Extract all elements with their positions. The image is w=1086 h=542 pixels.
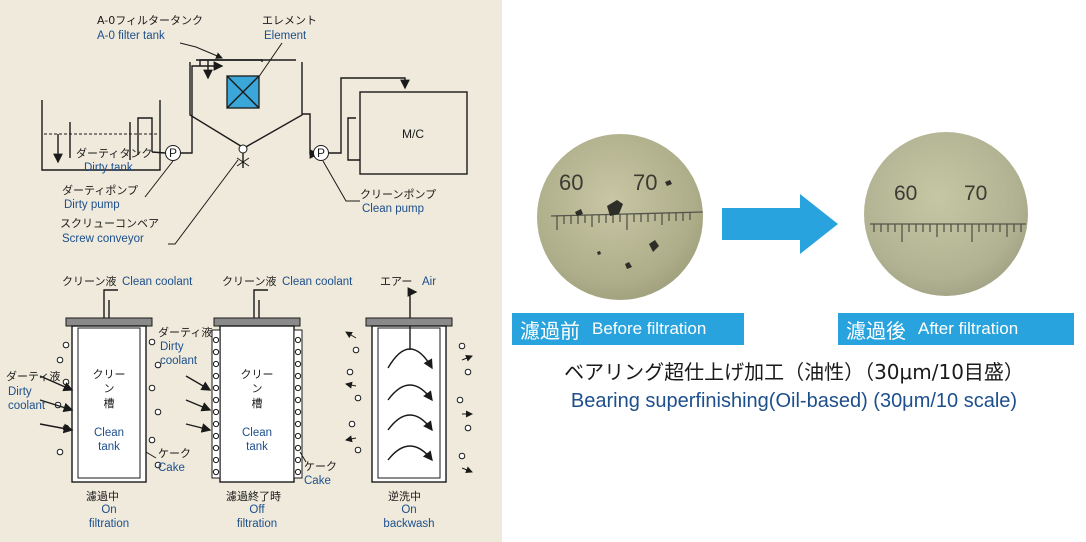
- svg-text:Screw conveyor: Screw conveyor: [62, 233, 144, 245]
- svg-text:スクリューコンベア: スクリューコンベア: [60, 217, 159, 230]
- svg-text:ン: ン: [252, 382, 263, 395]
- svg-text:60: 60: [894, 182, 917, 205]
- svg-text:backwash: backwash: [383, 518, 434, 530]
- after-caption-jp: 濾過後: [846, 315, 906, 344]
- svg-text:filtration: filtration: [237, 518, 277, 530]
- svg-text:エレメント: エレメント: [262, 14, 317, 27]
- svg-text:濾過中: 濾過中: [86, 489, 119, 503]
- arrow-right-icon: [718, 192, 842, 256]
- filter-system-diagram: P P M/C A-0フィルタータンク A-0 filter tank エレメン…: [0, 0, 502, 542]
- svg-text:クリーン液: クリーン液: [62, 274, 116, 288]
- svg-text:On: On: [101, 504, 116, 516]
- valve-icon: [239, 145, 247, 153]
- svg-text:クリー: クリー: [93, 368, 126, 381]
- after-caption-en: After filtration: [918, 319, 1018, 339]
- svg-text:70: 70: [633, 170, 657, 195]
- svg-text:ケーク: ケーク: [304, 460, 337, 473]
- after-scale-svg: 60 70: [864, 132, 1028, 296]
- stage-on-filtration: クリーン液 Clean coolant クリー ン 槽 Clean tank ダ…: [6, 274, 212, 530]
- svg-text:Clean pump: Clean pump: [362, 203, 424, 215]
- svg-text:ダーティポンプ: ダーティポンプ: [62, 183, 138, 197]
- before-caption-en: Before filtration: [592, 319, 706, 339]
- svg-text:クリー: クリー: [241, 368, 274, 381]
- svg-text:Off: Off: [249, 504, 265, 516]
- svg-text:ダーティ液: ダーティ液: [6, 369, 60, 383]
- svg-text:P: P: [317, 146, 325, 160]
- svg-text:Cake: Cake: [158, 462, 185, 474]
- svg-text:On: On: [401, 504, 416, 516]
- svg-text:coolant: coolant: [160, 355, 198, 367]
- svg-text:Air: Air: [422, 276, 436, 288]
- svg-text:クリーン液: クリーン液: [222, 274, 276, 288]
- before-filtration-caption: 濾過前 Before filtration: [512, 313, 744, 345]
- svg-text:ン: ン: [104, 382, 115, 395]
- svg-text:Clean: Clean: [242, 427, 272, 439]
- svg-text:Dirty tank: Dirty tank: [84, 162, 133, 174]
- svg-text:A-0 filter tank: A-0 filter tank: [97, 30, 165, 42]
- filtration-comparison: 60 70: [502, 0, 1086, 542]
- clean-pump: P: [314, 146, 329, 161]
- svg-text:濾過終了時: 濾過終了時: [226, 489, 281, 503]
- svg-text:ケーク: ケーク: [158, 447, 191, 460]
- svg-text:槽: 槽: [252, 397, 263, 410]
- svg-text:ダーティタンク: ダーティタンク: [76, 146, 152, 160]
- svg-text:槽: 槽: [104, 397, 115, 410]
- svg-text:Dirty: Dirty: [160, 341, 184, 353]
- svg-text:Clean coolant: Clean coolant: [122, 276, 193, 288]
- before-filtration-image: 60 70: [537, 134, 703, 300]
- before-caption-jp: 濾過前: [520, 315, 580, 344]
- svg-text:ダーティ液: ダーティ液: [158, 325, 212, 339]
- svg-text:Cake: Cake: [304, 475, 331, 487]
- before-scale-svg: 60 70: [537, 134, 703, 300]
- svg-text:逆洗中: 逆洗中: [388, 489, 421, 503]
- machine-center: M/C: [360, 92, 467, 174]
- stage-off-filtration: クリーン液 Clean coolant クリー ン 槽 Clean tank ケ…: [186, 274, 353, 530]
- svg-text:M/C: M/C: [402, 127, 424, 141]
- svg-text:Clean: Clean: [94, 427, 124, 439]
- svg-text:60: 60: [559, 170, 583, 195]
- stage-backwash: エアー Air 逆洗中 On backwash: [346, 275, 472, 530]
- svg-text:coolant: coolant: [8, 400, 46, 412]
- svg-text:Clean coolant: Clean coolant: [282, 276, 353, 288]
- after-filtration-caption: 濾過後 After filtration: [838, 313, 1074, 345]
- process-subtitle-en: Bearing superfinishing(Oil-based) (30μm/…: [502, 390, 1086, 413]
- svg-text:P: P: [169, 146, 177, 160]
- filter-tank: [190, 60, 302, 168]
- svg-text:クリーンポンプ: クリーンポンプ: [360, 188, 436, 201]
- svg-text:A-0フィルタータンク: A-0フィルタータンク: [97, 14, 203, 27]
- after-filtration-image: 60 70: [864, 132, 1028, 296]
- svg-text:エアー: エアー: [380, 275, 412, 288]
- process-subtitle-jp: ベアリング超仕上げ加工（油性）（30μm/10目盛）: [502, 356, 1086, 385]
- svg-text:Element: Element: [264, 30, 307, 42]
- svg-text:Dirty: Dirty: [8, 386, 32, 398]
- svg-text:tank: tank: [98, 441, 120, 453]
- dirty-pump: P: [166, 146, 181, 161]
- svg-text:filtration: filtration: [89, 518, 129, 530]
- schematic-svg: P P M/C A-0フィルタータンク A-0 filter tank エレメン…: [0, 0, 502, 542]
- svg-text:Dirty pump: Dirty pump: [64, 199, 120, 211]
- svg-text:70: 70: [964, 182, 987, 205]
- svg-text:tank: tank: [246, 441, 268, 453]
